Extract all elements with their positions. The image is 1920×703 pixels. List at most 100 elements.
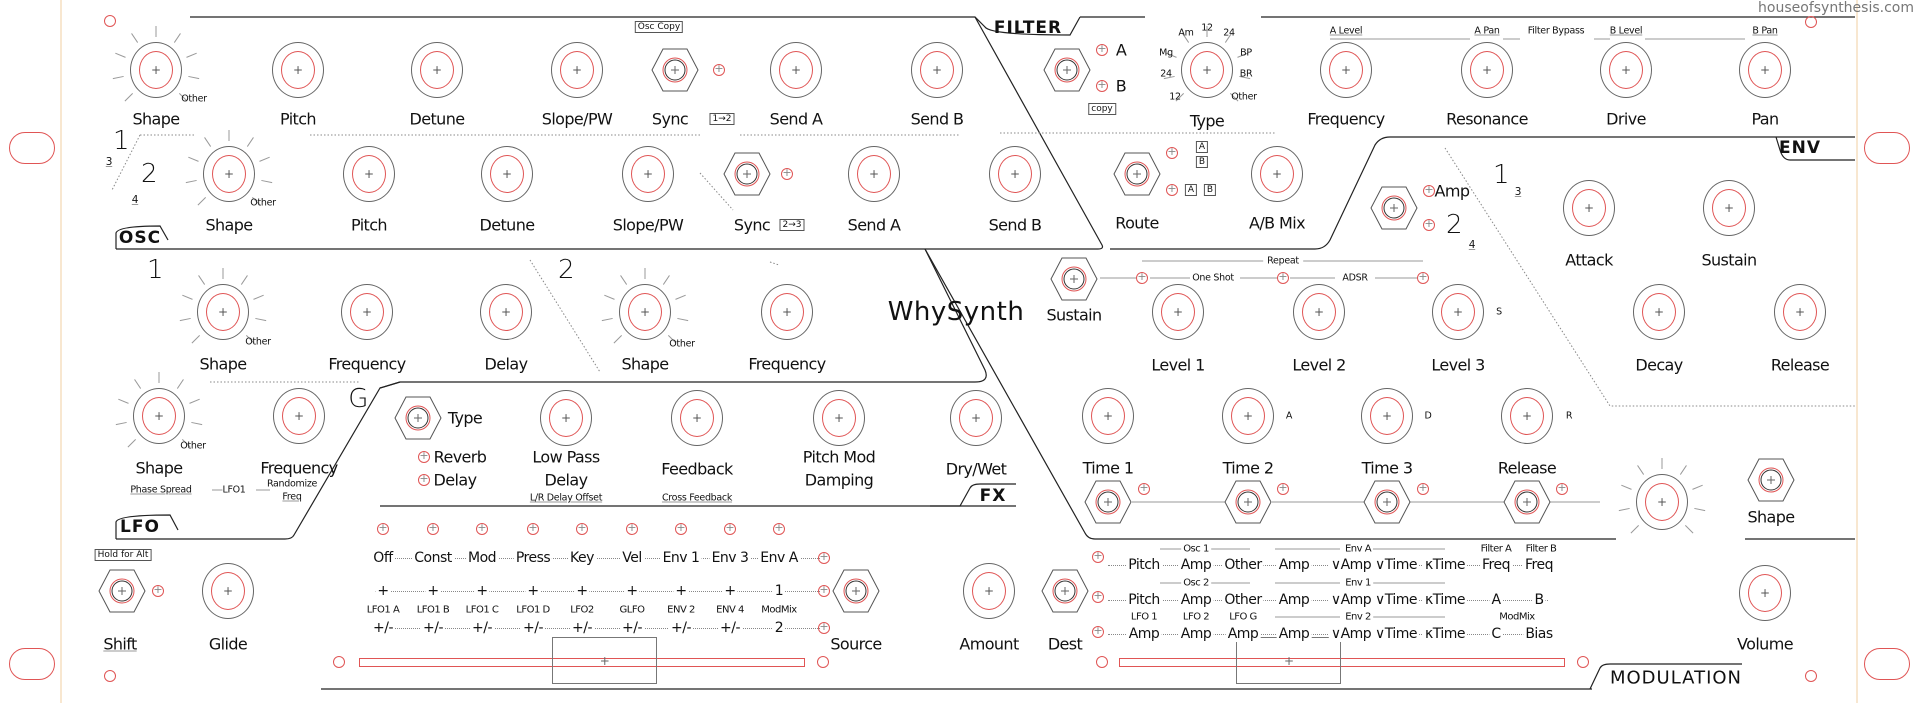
- source-row-led[interactable]: [818, 620, 830, 634]
- mod-source-option[interactable]: +/-: [620, 620, 644, 636]
- osc2-send-a-knob[interactable]: [848, 146, 900, 202]
- lfo2-shape-knob[interactable]: [619, 284, 671, 340]
- env-release-knob[interactable]: [1774, 284, 1826, 340]
- mod-source-option[interactable]: ModMix: [759, 604, 799, 616]
- mod-source-slider-thumb[interactable]: [552, 637, 658, 684]
- source-column-led[interactable]: [773, 521, 785, 535]
- filter-resonance-knob[interactable]: [1461, 42, 1513, 98]
- mod-source-option[interactable]: Vel: [620, 550, 644, 566]
- filter-type-knob[interactable]: [1181, 42, 1233, 98]
- mod-dest-option[interactable]: Amp: [1276, 557, 1312, 573]
- mod-dest-option[interactable]: Pitch: [1126, 557, 1162, 573]
- osc1-send-b-knob[interactable]: [911, 42, 963, 98]
- osc2-sync-button[interactable]: [722, 151, 772, 197]
- mod-source-option[interactable]: 2: [772, 620, 786, 636]
- mod-dest-slider-thumb[interactable]: [1236, 637, 1342, 684]
- env-stage4-button[interactable]: [1502, 479, 1552, 525]
- dest-row2-led[interactable]: [1092, 589, 1104, 603]
- filter-pan-knob[interactable]: [1739, 42, 1791, 98]
- source-column-led[interactable]: [377, 521, 389, 535]
- lfo1-delay-knob[interactable]: [480, 284, 532, 340]
- osc1-send-a-knob[interactable]: [770, 42, 822, 98]
- mod-dest-option[interactable]: Amp: [1178, 557, 1214, 573]
- mod-dest-option[interactable]: ∨Time: [1372, 592, 1420, 608]
- fx-reverb-led[interactable]: [418, 449, 430, 463]
- osc1-pitch-knob[interactable]: [272, 42, 324, 98]
- env-2-led[interactable]: [1423, 217, 1435, 231]
- source-column-led[interactable]: [576, 521, 588, 535]
- mod-source-option[interactable]: Env 3: [709, 550, 751, 566]
- mod-source-option[interactable]: +: [722, 583, 738, 599]
- mod-source-option[interactable]: LFO2: [568, 604, 596, 616]
- osc2-detune-knob[interactable]: [481, 146, 533, 202]
- mod-source-option[interactable]: Env A: [758, 550, 800, 566]
- mod-source-option[interactable]: +: [375, 583, 391, 599]
- mod-dest-option[interactable]: κTime: [1422, 626, 1468, 642]
- mod-dest-option[interactable]: Amp: [1178, 592, 1214, 608]
- env-stage1-led[interactable]: [1138, 481, 1150, 495]
- mod-source-option[interactable]: LFO1 A: [364, 604, 402, 616]
- mod-source-option[interactable]: +/-: [371, 620, 395, 636]
- mod-source-option[interactable]: +: [673, 583, 689, 599]
- dest-row1-led[interactable]: [1092, 549, 1104, 563]
- lfo1-frequency-knob[interactable]: [341, 284, 393, 340]
- source-column-led[interactable]: [476, 521, 488, 535]
- mod-dest-option[interactable]: ∨Amp: [1328, 592, 1374, 608]
- mod-dest-option[interactable]: Other: [1222, 557, 1264, 573]
- mod-dest-option[interactable]: Freq: [1480, 557, 1512, 573]
- env-stage3-button[interactable]: [1362, 479, 1412, 525]
- mod-source-option[interactable]: +: [474, 583, 490, 599]
- mod-dest-option[interactable]: Freq: [1523, 557, 1555, 573]
- source-column-led[interactable]: [626, 521, 638, 535]
- mod-source-option[interactable]: 1: [772, 583, 786, 599]
- env-shape-knob[interactable]: [1636, 474, 1688, 530]
- route-parallel-led[interactable]: [1166, 145, 1178, 159]
- filter-route-button[interactable]: [1112, 151, 1162, 197]
- mod-source-button[interactable]: [831, 568, 881, 614]
- source-row-led[interactable]: [818, 583, 830, 597]
- fx-feedback-knob[interactable]: [671, 390, 723, 446]
- mod-dest-option[interactable]: Amp: [1178, 626, 1214, 642]
- env-sustain-mode-button[interactable]: [1049, 256, 1099, 302]
- adsr-led[interactable]: [1277, 270, 1289, 284]
- route-series-led[interactable]: [1166, 182, 1178, 196]
- lfo1-shape-knob[interactable]: [197, 284, 249, 340]
- fx-dry-wet-knob[interactable]: [950, 390, 1002, 446]
- mod-source-option[interactable]: +/-: [570, 620, 594, 636]
- env-stage2-led[interactable]: [1277, 481, 1289, 495]
- mod-dest-option[interactable]: κTime: [1422, 557, 1468, 573]
- mod-source-option[interactable]: Off: [371, 550, 395, 566]
- source-column-led[interactable]: [427, 521, 439, 535]
- mod-source-option[interactable]: LFO1 D: [514, 604, 552, 616]
- fx-type-button[interactable]: [393, 395, 443, 441]
- env-stage3-led[interactable]: [1417, 481, 1429, 495]
- source-column-led[interactable]: [527, 521, 539, 535]
- fx-param3-knob[interactable]: [813, 390, 865, 446]
- one-shot-led[interactable]: [1136, 270, 1148, 284]
- mod-dest-option[interactable]: ∨Amp: [1328, 626, 1374, 642]
- mod-source-option[interactable]: +/-: [421, 620, 445, 636]
- osc1-shape-knob[interactable]: [130, 42, 182, 98]
- mod-dest-option[interactable]: ∨Time: [1372, 626, 1420, 642]
- source-column-led[interactable]: [675, 521, 687, 535]
- osc1-sync-led[interactable]: [713, 62, 725, 76]
- glfo-shape-knob[interactable]: [133, 388, 185, 444]
- mod-dest-option[interactable]: C: [1489, 626, 1503, 642]
- osc2-pitch-knob[interactable]: [343, 146, 395, 202]
- mod-source-option[interactable]: +/-: [669, 620, 693, 636]
- env-stage1-button[interactable]: [1083, 479, 1133, 525]
- env-time2-knob[interactable]: [1222, 388, 1274, 444]
- mod-source-option[interactable]: GLFO: [617, 604, 647, 616]
- mod-source-option[interactable]: Press: [513, 550, 553, 566]
- mod-source-option[interactable]: Key: [568, 550, 596, 566]
- mod-dest-option[interactable]: A: [1489, 592, 1503, 608]
- mod-source-option[interactable]: +/-: [521, 620, 545, 636]
- mod-dest-option[interactable]: Amp: [1126, 626, 1162, 642]
- env-level3-knob[interactable]: [1432, 284, 1484, 340]
- filter-a-led[interactable]: [1096, 42, 1108, 56]
- env-time1-knob[interactable]: [1082, 388, 1134, 444]
- mod-dest-option[interactable]: ∨Time: [1372, 557, 1420, 573]
- mod-source-option[interactable]: Env 1: [660, 550, 702, 566]
- mod-source-option[interactable]: +/-: [470, 620, 494, 636]
- env-release2-knob[interactable]: [1501, 388, 1553, 444]
